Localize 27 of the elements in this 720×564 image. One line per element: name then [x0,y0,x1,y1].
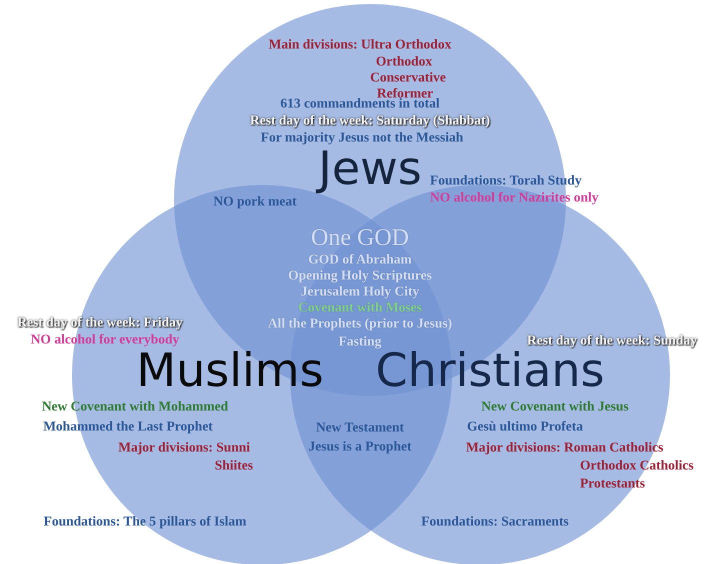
note-text: All the Prophets (prior to Jesus) [268,314,452,332]
note-text: Gesù ultimo Profeta [467,418,583,434]
note-text: Mohammed the Last Prophet [43,418,213,434]
note-text: New Testament [316,418,404,436]
note-text: For majority Jesus not the Messiah [260,128,464,146]
note-text: Main divisions: Ultra Orthodox [268,36,452,52]
note-text: Orthodox [376,52,432,70]
note-text: Foundations: Torah Study [430,172,582,188]
note-text: Conservative [370,68,446,86]
note-text: Foundations: Sacraments [421,512,569,530]
note-text: GOD of Abraham [308,250,412,268]
note-text: Foundations: The 5 pillars of Islam [44,512,246,530]
note-text: New Covenant with Jesus [481,398,629,414]
note-text: Major divisions: Roman Catholics [466,438,664,456]
note-text: Protestants [580,474,645,492]
note-text: Major divisions: Sunni [118,438,250,456]
note-text: Shiites [214,456,253,474]
note-text: Jesus is a Prophet [308,438,412,454]
note-text: NO alcohol for everybody [30,330,180,348]
note-text: Jerusalem Holy City [300,282,420,300]
note-text: Rest day of the week: Saturday (Shabbat) [250,112,490,128]
note-text: Opening Holy Scriptures [288,266,432,284]
note-text: New Covenant with Mohammed [42,398,228,414]
note-text: Covenant with Moses [298,298,422,316]
heading-text: One GOD [311,224,409,252]
note-text: Orthodox Catholics [580,456,694,474]
note-text: NO pork meat [213,192,297,210]
